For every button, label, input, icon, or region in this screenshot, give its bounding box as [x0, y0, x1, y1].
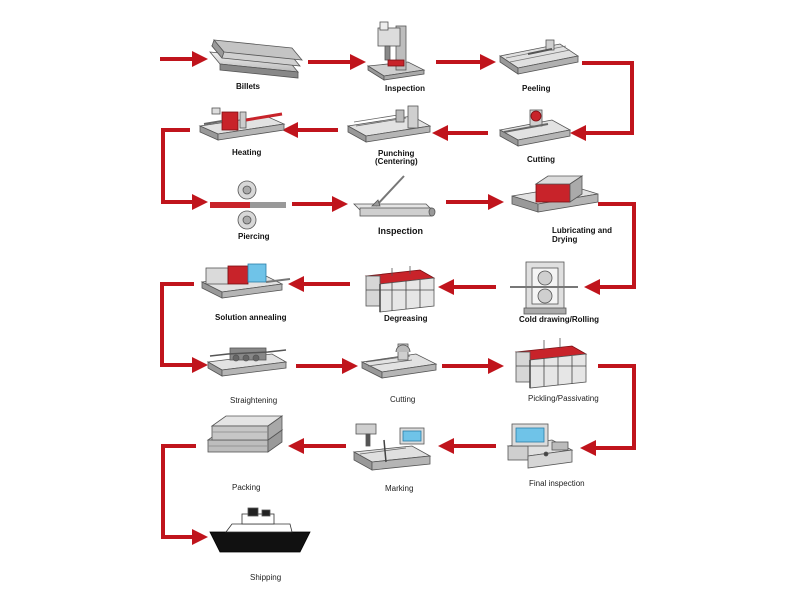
inspection-2-illustration [353, 175, 436, 217]
heating-illustration [198, 107, 286, 141]
flow-arrows [160, 51, 636, 545]
label-marking: Marking [385, 484, 414, 493]
punching-illustration [346, 105, 432, 143]
label-cold-drawing: Cold drawing/Rolling [519, 315, 599, 324]
billets-illustration [209, 39, 303, 79]
label-punching-2: (Centering) [375, 157, 418, 166]
marking-illustration [352, 423, 432, 471]
label-cutting-1: Cutting [527, 155, 555, 164]
solution-annealing-illustration [200, 263, 291, 299]
arrow-packing-shipping [161, 444, 208, 545]
label-lubricating-2: Drying [552, 235, 578, 244]
label-billets: Billets [236, 82, 261, 91]
label-inspection-2: Inspection [378, 226, 424, 236]
arrow-peeling-cutting [570, 61, 634, 141]
cutting-2-illustration [360, 343, 438, 379]
label-final-inspection: Final inspection [529, 479, 585, 488]
arrow-pickling-finalinspection [580, 364, 636, 456]
cold-drawing-illustration [510, 261, 578, 315]
arrow-lubricating-colddrawing [584, 202, 636, 295]
label-lubricating-1: Lubricating and [552, 226, 612, 235]
arrow-heating-piercing [161, 128, 208, 210]
cutting-1-illustration [498, 109, 572, 147]
label-degreasing: Degreasing [384, 314, 428, 323]
degreasing-illustration [364, 266, 436, 313]
label-peeling: Peeling [522, 84, 551, 93]
label-piercing: Piercing [238, 232, 270, 241]
arrow-annealing-straightening [160, 282, 208, 373]
label-shipping: Shipping [250, 573, 282, 582]
final-inspection-illustration [506, 423, 574, 469]
label-pickling: Pickling/Passivating [528, 394, 599, 403]
piercing-illustration [210, 180, 286, 230]
label-heating: Heating [232, 148, 262, 157]
pickling-illustration [514, 338, 588, 389]
label-punching-1: Punching [378, 149, 415, 158]
label-cutting-2: Cutting [390, 395, 416, 404]
label-straightening: Straightening [230, 396, 278, 405]
label-inspection-1: Inspection [385, 84, 426, 93]
shipping-illustration [209, 507, 311, 553]
label-packing: Packing [232, 483, 261, 492]
straightening-illustration [206, 347, 288, 377]
packing-illustration [206, 415, 284, 453]
peeling-illustration [498, 39, 580, 75]
lubricating-illustration [511, 175, 599, 213]
label-solution-annealing: Solution annealing [215, 313, 287, 322]
inspection-1-illustration [366, 21, 426, 81]
